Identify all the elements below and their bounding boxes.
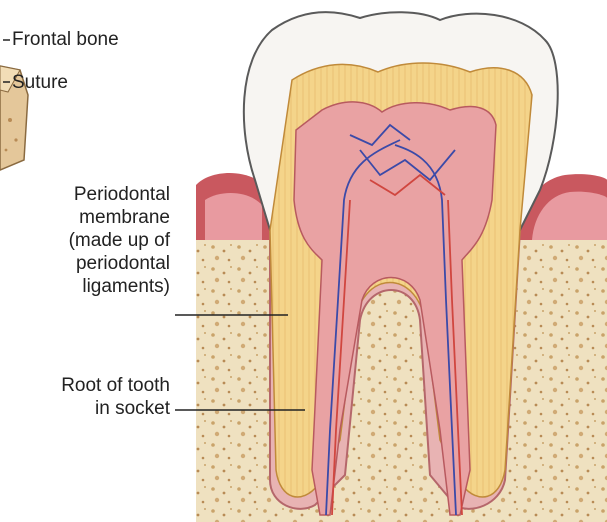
periodontal-label-line4: periodontal: [76, 252, 170, 275]
periodontal-label-line1: Periodontal: [74, 183, 170, 206]
root-label-line1: Root of tooth: [61, 374, 170, 397]
periodontal-label-line3: (made up of: [69, 229, 170, 252]
frontal-bone-label: Frontal bone: [12, 28, 119, 51]
periodontal-label-line5: ligaments): [82, 275, 170, 298]
periodontal-label-line2: membrane: [79, 206, 170, 229]
suture-label: Suture: [12, 71, 68, 94]
root-label-line2: in socket: [95, 397, 170, 420]
